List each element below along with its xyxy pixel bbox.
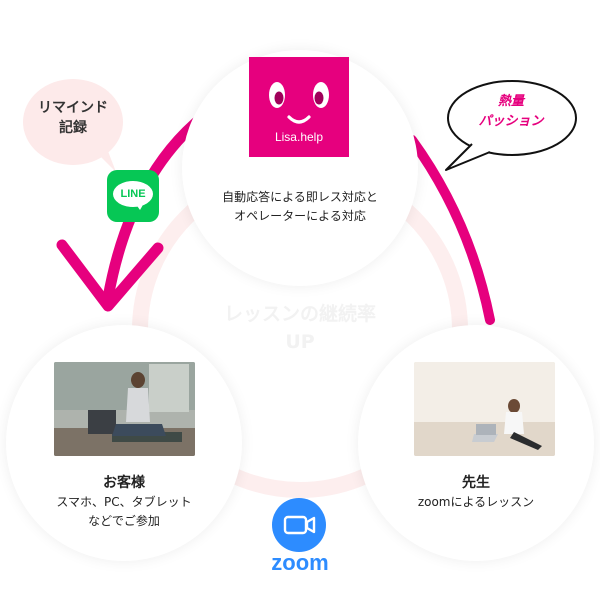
speech-bubble-left: リマインド 記録: [22, 98, 124, 138]
bubble-left-line1: リマインド: [38, 100, 108, 116]
arrow-left-head: [56, 239, 164, 312]
customer-description-line2: などでご参加: [88, 514, 160, 528]
line-logo-bubble: [113, 181, 153, 207]
arrow-right-curve: [407, 135, 495, 325]
customer-photo: [54, 362, 195, 456]
customer-description-line1: スマホ、PC、タブレット: [56, 495, 192, 509]
teacher-title: 先生: [462, 475, 490, 491]
video-camera-icon: [283, 515, 316, 535]
lisa-description-line1: 自動応答による即レス対応と: [222, 190, 378, 204]
teacher-description-line1: zoomによるレッスン: [417, 495, 535, 509]
lisa-description-line2: オペレーターによる対応: [234, 209, 366, 223]
zoom-wordmark: zoom: [271, 550, 329, 575]
line-logo-text: LINE: [120, 188, 146, 200]
teacher-description: 先生 zoomによるレッスン: [376, 474, 576, 512]
smiley-face-icon: [269, 82, 329, 124]
center-label-line1: レッスンの継続率: [223, 303, 376, 325]
teacher-with-laptop-image: [414, 362, 555, 456]
teacher-photo: [414, 362, 555, 456]
bubble-left-line2: 記録: [59, 120, 87, 136]
customer-description: お客様 スマホ、PC、タブレット などでご参加: [24, 474, 224, 531]
speech-bubble-right-shape: [445, 80, 577, 171]
center-label-line2: UP: [285, 331, 315, 353]
zoom-logo-icon: [272, 498, 326, 552]
bubble-right-line2: パッション: [478, 114, 544, 129]
line-logo: LINE: [107, 170, 159, 222]
bubble-right-line1: 熱量: [497, 94, 524, 109]
customer-title: お客様: [103, 475, 145, 491]
lisa-logo-text: Lisa.help: [274, 130, 324, 144]
speech-bubble-right: 熱量 パッション: [456, 92, 566, 132]
yoga-with-laptop-image: [54, 362, 195, 456]
center-label: レッスンの継続率 UP: [190, 300, 410, 356]
line-logo-tail: [135, 203, 144, 210]
speech-bubble-left-shape: [23, 79, 123, 172]
lisa-logo: Lisa.help: [249, 57, 349, 157]
lisa-description: 自動応答による即レス対応と オペレーターによる対応: [185, 188, 415, 226]
